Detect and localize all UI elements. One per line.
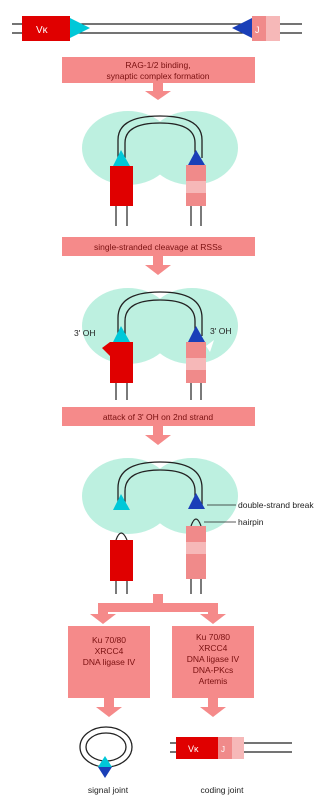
signal-joint-label: signal joint [88,785,129,795]
signal-joint [80,727,132,778]
arrow-2 [145,256,171,275]
rss-left-cyan [70,18,90,38]
enzyme-right-2: XRCC4 [199,643,228,653]
double-strand-break-label: double-strand break [238,500,314,510]
v-segment-3 [110,540,133,581]
j-segment-joint-label: J [221,745,225,754]
coding-joint-label: coding joint [200,785,244,795]
j-segment-3 [186,526,206,542]
j-segment-label: J [255,25,260,35]
synaptic-complex-1 [82,111,238,226]
rss-cyan-joint [98,756,112,767]
rss-right-blue [232,18,252,38]
arrow-3 [145,426,171,445]
rss-blue-joint [98,767,112,778]
hairpin-left [116,533,127,540]
enzyme-right-3: DNA ligase IV [187,654,240,664]
arrow-left-bottom [96,698,122,717]
v-segment-label: Vκ [36,25,49,36]
synaptic-complex-3 [82,458,238,594]
enzyme-right-1: Ku 70/80 [196,632,230,642]
oh-label-right: 3' OH [210,326,231,336]
arrow-right-bottom [200,698,226,717]
enzyme-right-5: Artemis [199,676,228,686]
step3-text: attack of 3' OH on 2nd strand [103,412,214,422]
enzyme-left-2: XRCC4 [95,646,124,656]
v-segment-2 [102,342,133,383]
j-segment-2 [186,342,206,358]
j-segment-light [266,16,280,41]
germline-dna: Vκ J [12,16,302,41]
v-segment-1 [110,166,133,206]
branch-arrow [90,594,226,624]
step1-text-line2: synaptic complex formation [107,71,210,81]
synaptic-complex-2 [82,288,238,400]
enzyme-left-3: DNA ligase IV [83,657,136,667]
enzyme-left-1: Ku 70/80 [92,635,126,645]
step1-text-line1: RAG-1/2 binding, [125,60,190,70]
hairpin-label: hairpin [238,517,264,527]
j-segment-1 [186,165,206,181]
step2-text: single-stranded cleavage at RSSs [94,242,222,252]
coding-joint: Vκ J [170,737,292,759]
enzyme-right-4: DNA-PKcs [193,665,234,675]
v-segment-joint-label: Vκ [188,744,199,754]
arrow-1 [145,83,171,100]
oh-label-left: 3' OH [74,328,95,338]
